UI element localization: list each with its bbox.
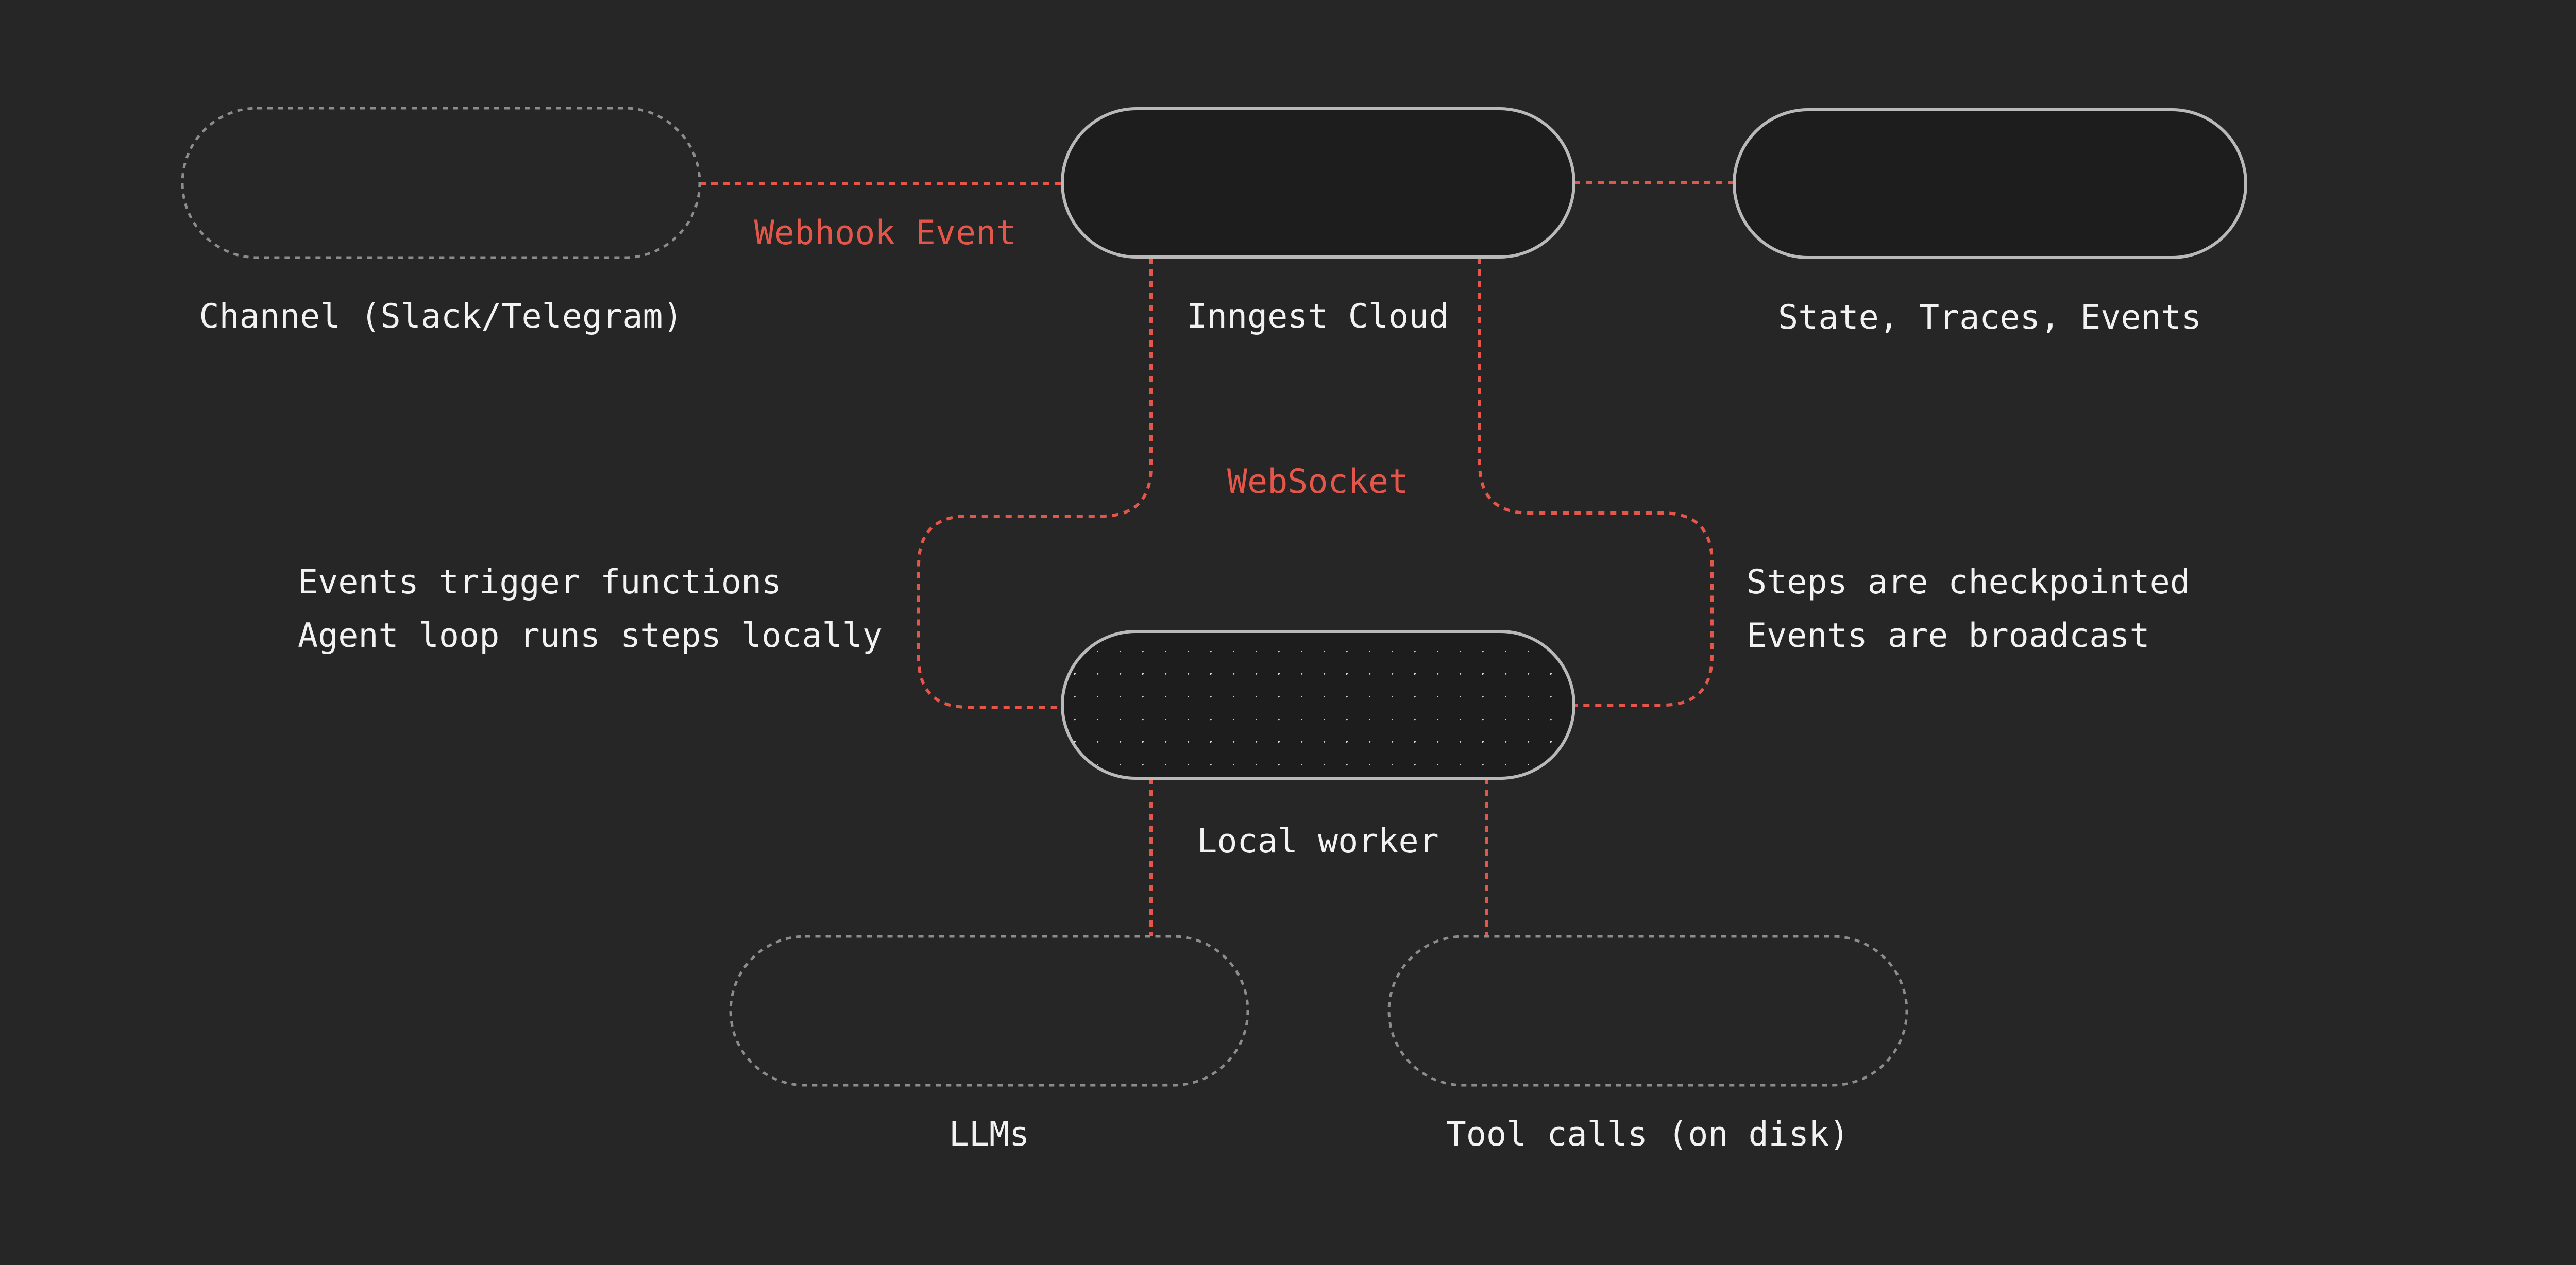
right-note-line-2: Events are broadcast (1747, 617, 2150, 655)
connectors (700, 181, 1734, 936)
websocket-edge-left (917, 258, 1153, 709)
right-note-line-1: Steps are checkpointed (1747, 563, 2190, 602)
tool-calls-label: Tool calls (on disk) (1446, 1115, 1850, 1154)
state-node (1733, 108, 2247, 259)
websocket-label: WebSocket (1227, 463, 1409, 501)
inngest-cloud-label: Inngest Cloud (1187, 297, 1449, 336)
state-label: State, Traces, Events (1778, 298, 2201, 337)
tool-calls-node (1387, 935, 1908, 1087)
local-worker-label: Local worker (1197, 822, 1439, 861)
llms-label: LLMs (949, 1115, 1030, 1154)
llms-node (729, 935, 1249, 1087)
channel-label: Channel (Slack/Telegram) (199, 297, 683, 336)
webhook-event-label: Webhook Event (754, 214, 1016, 252)
channel-node (181, 107, 701, 259)
left-note-line-1: Events trigger functions (298, 563, 782, 602)
inngest-cloud-node (1061, 107, 1575, 259)
left-note-line-2: Agent loop runs steps locally (298, 617, 883, 655)
worker-dot-pattern (1062, 631, 1574, 778)
